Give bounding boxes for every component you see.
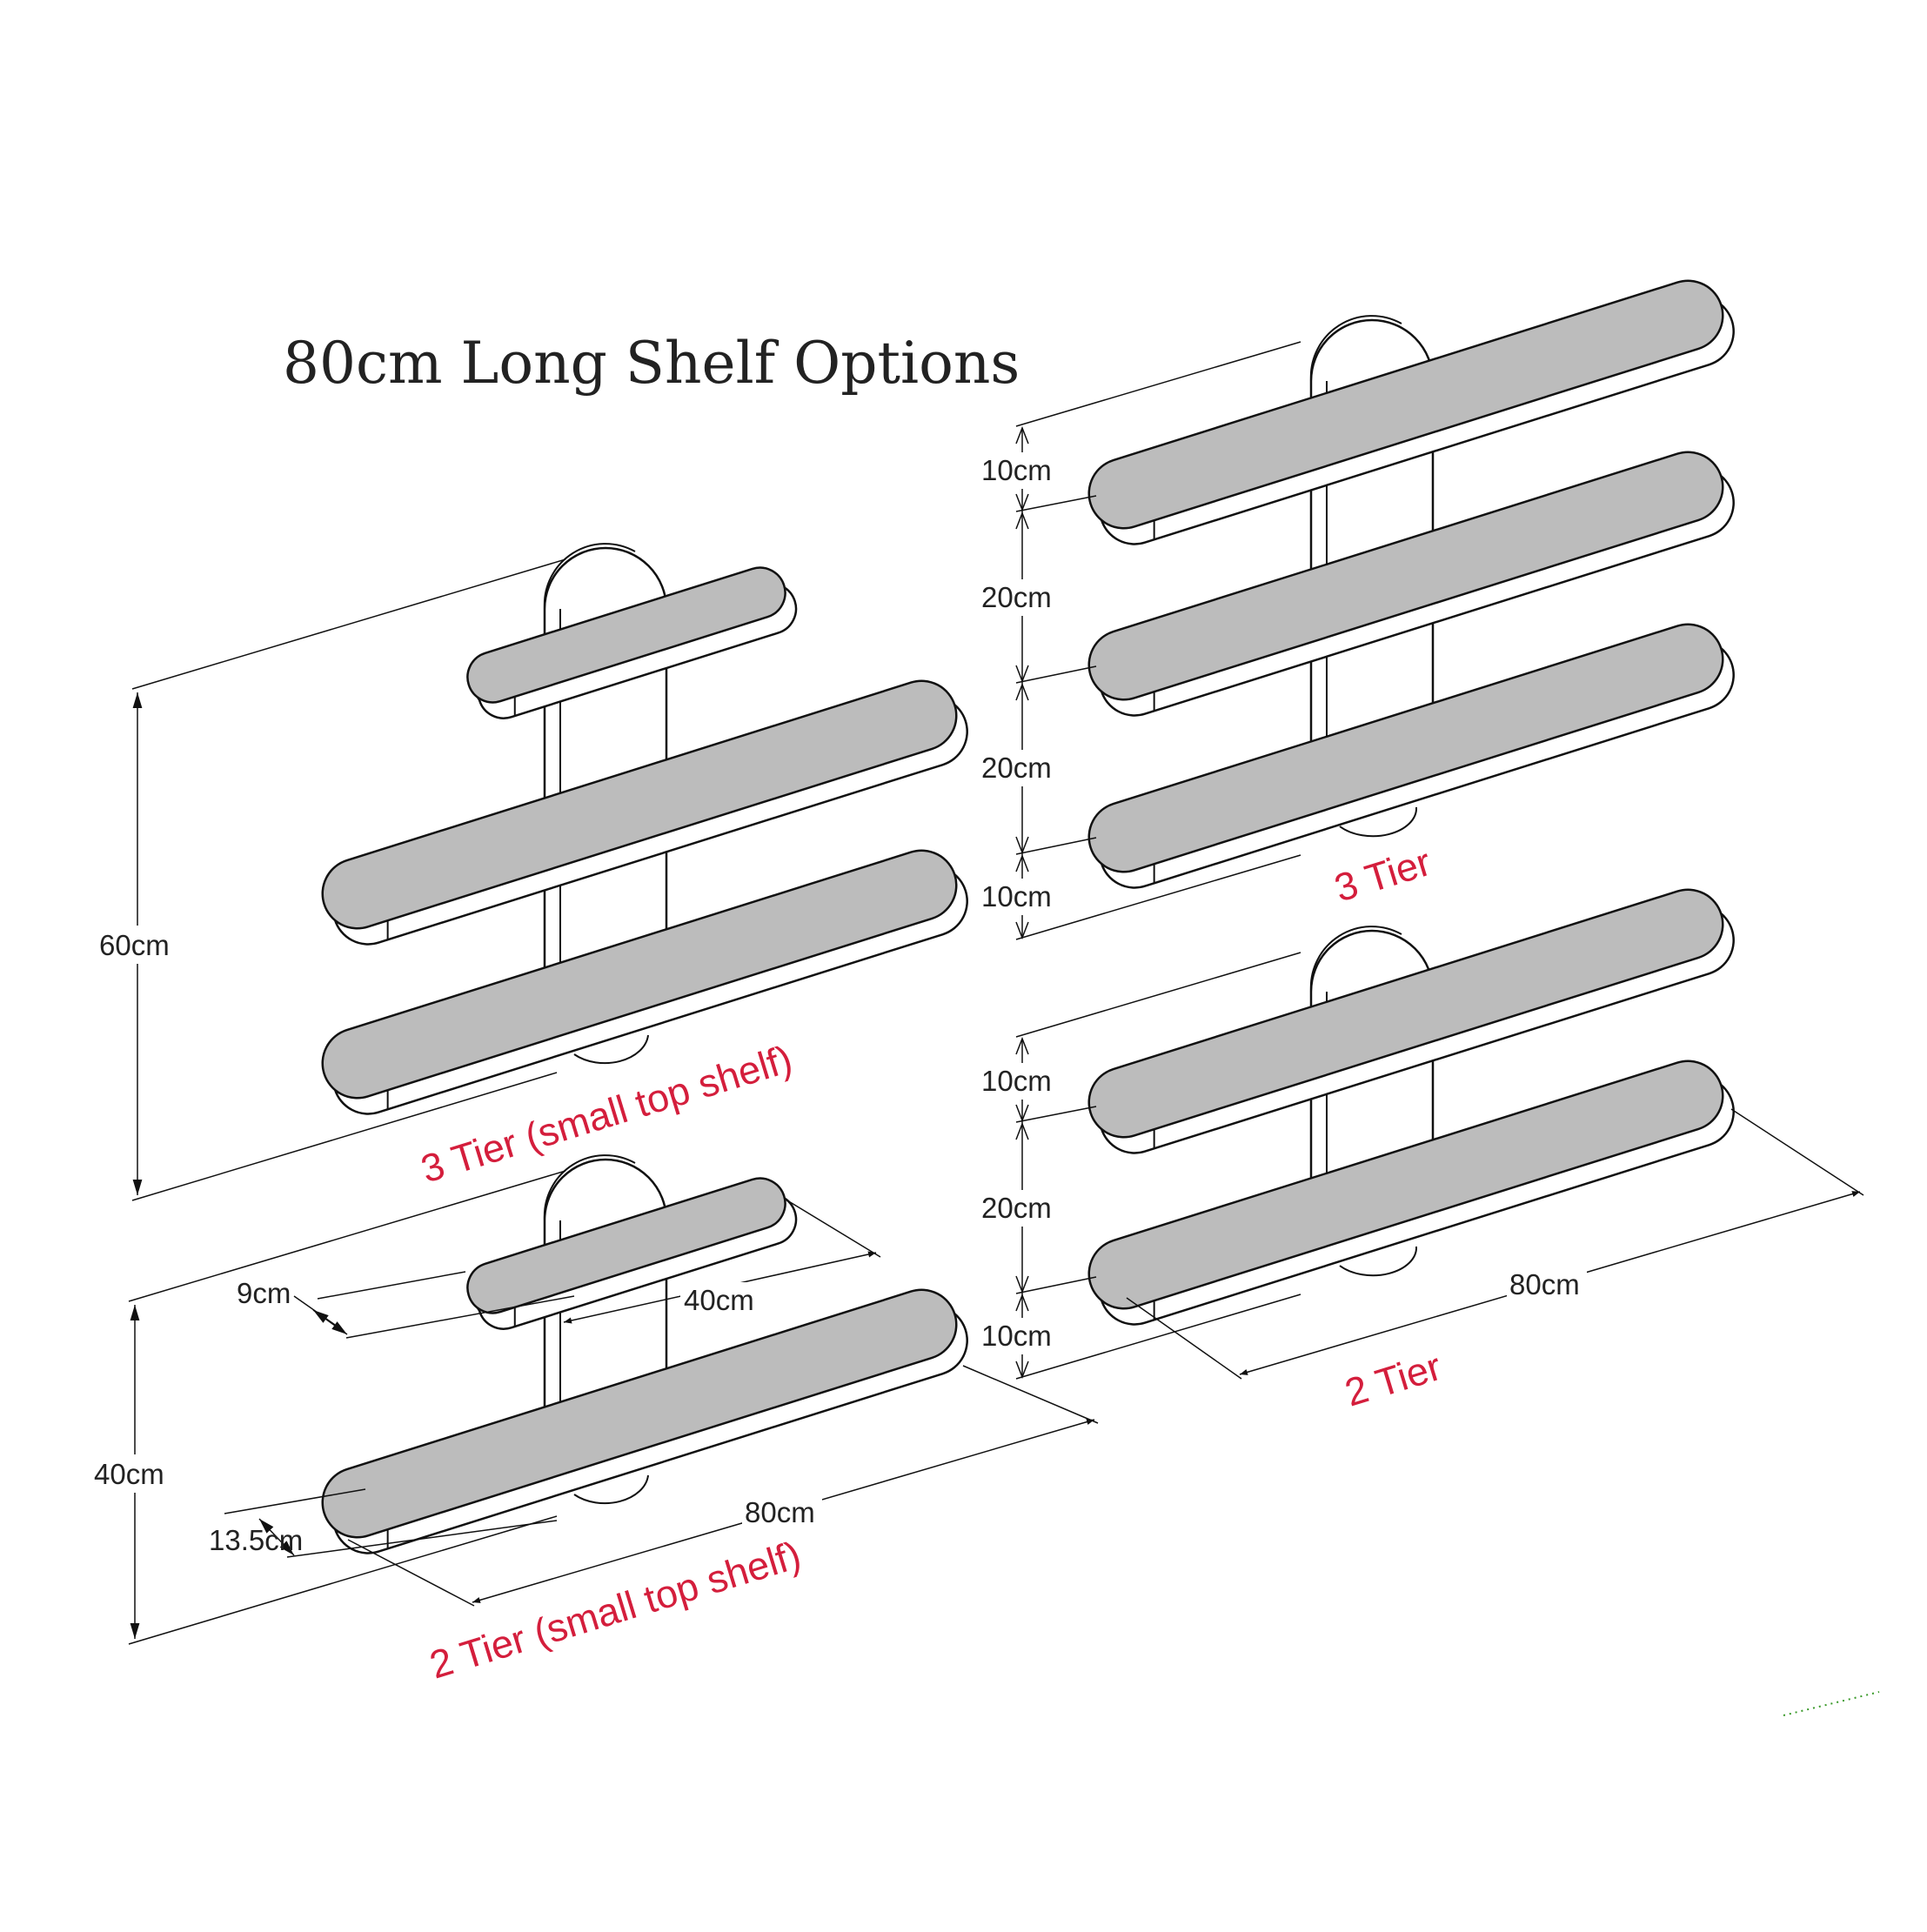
option-label-2tier: 2 Tier	[1340, 1344, 1447, 1415]
dim-label-60cm: 60cm	[99, 929, 170, 961]
option-2tier: 10cm 20cm 10cm 80cm 2 Tier	[979, 888, 1864, 1415]
shelf-middle	[321, 679, 968, 946]
dim-label-80cm: 80cm	[1509, 1268, 1580, 1300]
shelf-top-small	[466, 566, 798, 719]
option-3tier: 10cm 20cm 20cm 10cm 3 Tier	[979, 279, 1735, 940]
dimension-length-80: 80cm	[347, 1365, 1099, 1607]
dotted-mark	[1783, 1691, 1880, 1716]
dim-label-top-10cm: 10cm	[981, 454, 1052, 486]
dimension-small-length-40: 40cm	[563, 1200, 881, 1324]
option-3tier-small: 60cm 3 Tier (small top shelf)	[91, 543, 968, 1201]
shelf-top	[1087, 888, 1735, 1154]
shelf-bottom	[1087, 623, 1735, 889]
dim-label-13-5cm: 13.5cm	[209, 1524, 303, 1556]
dimension-small-depth-9: 9cm	[237, 1271, 575, 1339]
dimension-depth-13-5: 13.5cm	[209, 1488, 558, 1558]
dim-label-40cm: 40cm	[94, 1458, 164, 1490]
dim-label-80cm: 80cm	[745, 1496, 815, 1528]
dimension-height-60: 60cm	[91, 558, 566, 1201]
dim-label-bottom-10cm: 10cm	[981, 1320, 1052, 1352]
shelf-middle	[1087, 451, 1735, 717]
dim-label-bottom-10cm: 10cm	[981, 880, 1052, 913]
dim-label-gap-20cm: 20cm	[981, 1192, 1052, 1224]
option-label-3tier: 3 Tier	[1329, 839, 1436, 911]
option-label-2tier-small: 2 Tier (small top shelf)	[425, 1532, 806, 1687]
dimension-height-40: 40cm	[87, 1170, 566, 1645]
dim-label-gap2-20cm: 20cm	[981, 752, 1052, 784]
dim-label-gap1-20cm: 20cm	[981, 581, 1052, 613]
dimension-length-80: 80cm	[1126, 1108, 1864, 1380]
dim-label-top-10cm: 10cm	[981, 1065, 1052, 1097]
shelf-bottom	[321, 849, 968, 1115]
option-2tier-small: 40cm 9cm 40cm 13.5cm 80cm 2 T	[87, 1154, 1099, 1688]
dimension-stack-3tier: 10cm 20cm 20cm 10cm	[979, 341, 1301, 940]
shelf-top	[1087, 279, 1735, 545]
dim-label-small-40cm: 40cm	[684, 1284, 754, 1316]
dim-label-9cm: 9cm	[237, 1277, 291, 1309]
page-title: 80cm Long Shelf Options	[283, 330, 1020, 397]
